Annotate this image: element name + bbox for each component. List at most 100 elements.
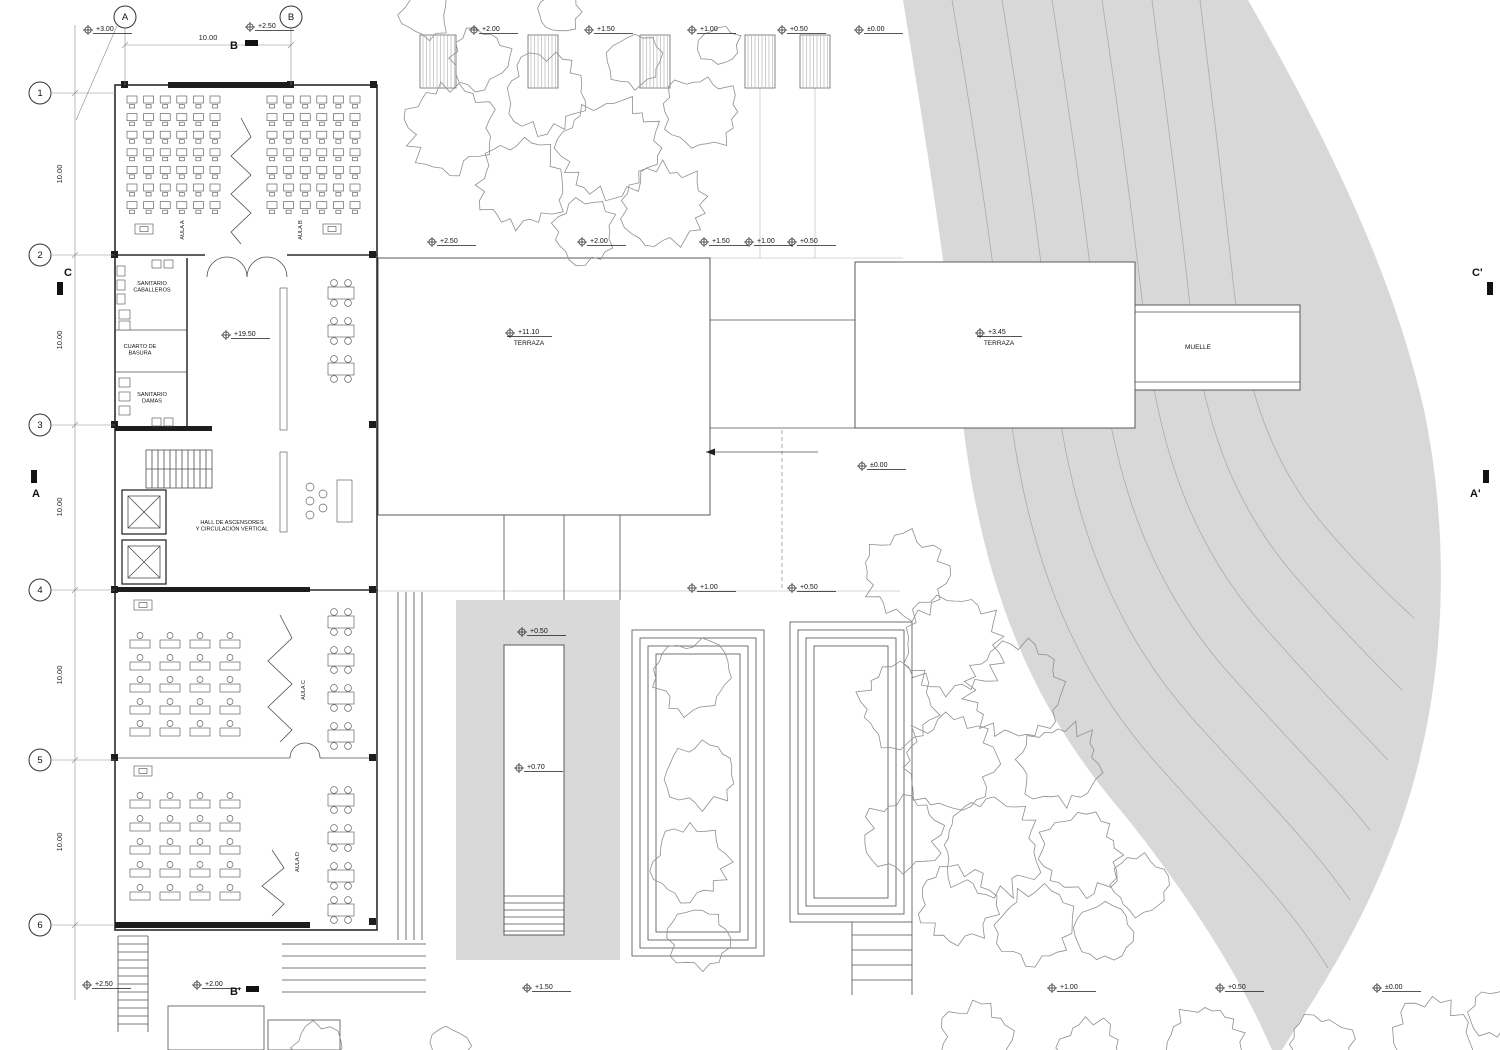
chair (330, 646, 338, 654)
chair (145, 121, 152, 126)
student-desk (189, 845, 211, 855)
ramp (503, 644, 565, 936)
entrance-doors (206, 256, 321, 759)
student-desk (189, 661, 211, 671)
benchmark-icon (523, 984, 531, 992)
chair (352, 104, 358, 109)
urinal (116, 279, 126, 291)
student-desk (283, 95, 294, 104)
elevation-marker: +2.50 (245, 22, 294, 32)
chair (335, 139, 342, 144)
chair (129, 139, 135, 144)
chair (330, 786, 338, 794)
student-desk (126, 201, 138, 209)
student-desk (333, 113, 344, 121)
chair (318, 104, 325, 109)
urinal (116, 293, 126, 305)
sink (151, 259, 162, 269)
student-desk (189, 868, 211, 878)
chair (344, 317, 352, 325)
benchmark-icon (1216, 984, 1224, 992)
door-swing (304, 742, 321, 759)
chair (196, 632, 204, 639)
chair (226, 792, 234, 799)
student-desk (129, 639, 151, 649)
student-desk (316, 148, 328, 157)
chair (344, 646, 352, 654)
chair (344, 628, 352, 636)
section-label: C' (1472, 267, 1483, 279)
tree (1014, 720, 1104, 810)
chair (335, 209, 342, 214)
student-desk (209, 201, 221, 209)
planter-terrace (797, 629, 905, 915)
student-desk (189, 822, 211, 832)
tree (1467, 991, 1500, 1038)
door-swing (266, 256, 288, 278)
planter-box-south (267, 1019, 341, 1050)
elevation-label: +2.00 (590, 238, 608, 245)
benchmark-icon (858, 462, 866, 470)
student-desk (176, 130, 188, 139)
student-desk (129, 683, 151, 693)
chair (330, 608, 338, 616)
student-desk (349, 201, 361, 209)
grid-row-label: 3 (37, 420, 42, 431)
chair (195, 209, 202, 214)
chair (344, 684, 352, 692)
chair (302, 139, 309, 144)
chair (162, 121, 169, 126)
student-desk (219, 661, 241, 671)
chair (344, 896, 352, 904)
student-desk (126, 95, 138, 104)
toilet (118, 405, 131, 416)
planter-box-south (167, 1005, 265, 1050)
tree (903, 594, 1005, 698)
muelle-deck (1134, 304, 1301, 391)
chair (344, 337, 352, 345)
section-bar (1487, 282, 1493, 295)
interior-stair (145, 449, 213, 489)
student-desk (176, 95, 188, 104)
benchmark-icon (428, 238, 436, 246)
elevation-marker: +0.50 (777, 25, 826, 35)
column (121, 81, 128, 88)
chair (318, 121, 325, 126)
student-desk (333, 130, 344, 139)
chair (226, 676, 234, 683)
wall-hatch (115, 587, 310, 592)
dining-table (327, 653, 355, 667)
grid-row-bubble (28, 748, 52, 772)
dining-table (327, 831, 355, 845)
elevation-marker: +0.70 (514, 763, 563, 773)
room-label-aula-c: AULA C (301, 680, 307, 700)
elevation-label: +0.50 (790, 26, 808, 33)
student-desk (299, 166, 311, 174)
student-desk (126, 166, 138, 174)
grid-col-bubble (279, 5, 303, 29)
chair (330, 722, 338, 730)
area-label-muelle: MUELLE (1185, 344, 1212, 351)
chair (129, 192, 135, 197)
section-bar (246, 986, 259, 992)
chair (352, 139, 358, 144)
chair (352, 156, 358, 162)
monitor (139, 226, 149, 232)
chair (344, 608, 352, 616)
layer-markers: +3.00+2.50+2.00+1.50+1.00+0.50±0.00+2.50… (31, 22, 1493, 998)
tree (855, 660, 941, 751)
grid-row-label: 5 (37, 755, 42, 766)
grid-col-label: A (122, 12, 129, 23)
chair (178, 121, 185, 126)
tree (429, 1025, 473, 1050)
dining-table (327, 729, 355, 743)
benchmark-icon (585, 26, 593, 34)
elevation-label: +0.70 (527, 764, 545, 771)
benchmark-icon (83, 981, 91, 989)
chair (196, 654, 204, 661)
student-desk (283, 148, 294, 157)
elevation-marker: ±0.00 (857, 461, 906, 471)
